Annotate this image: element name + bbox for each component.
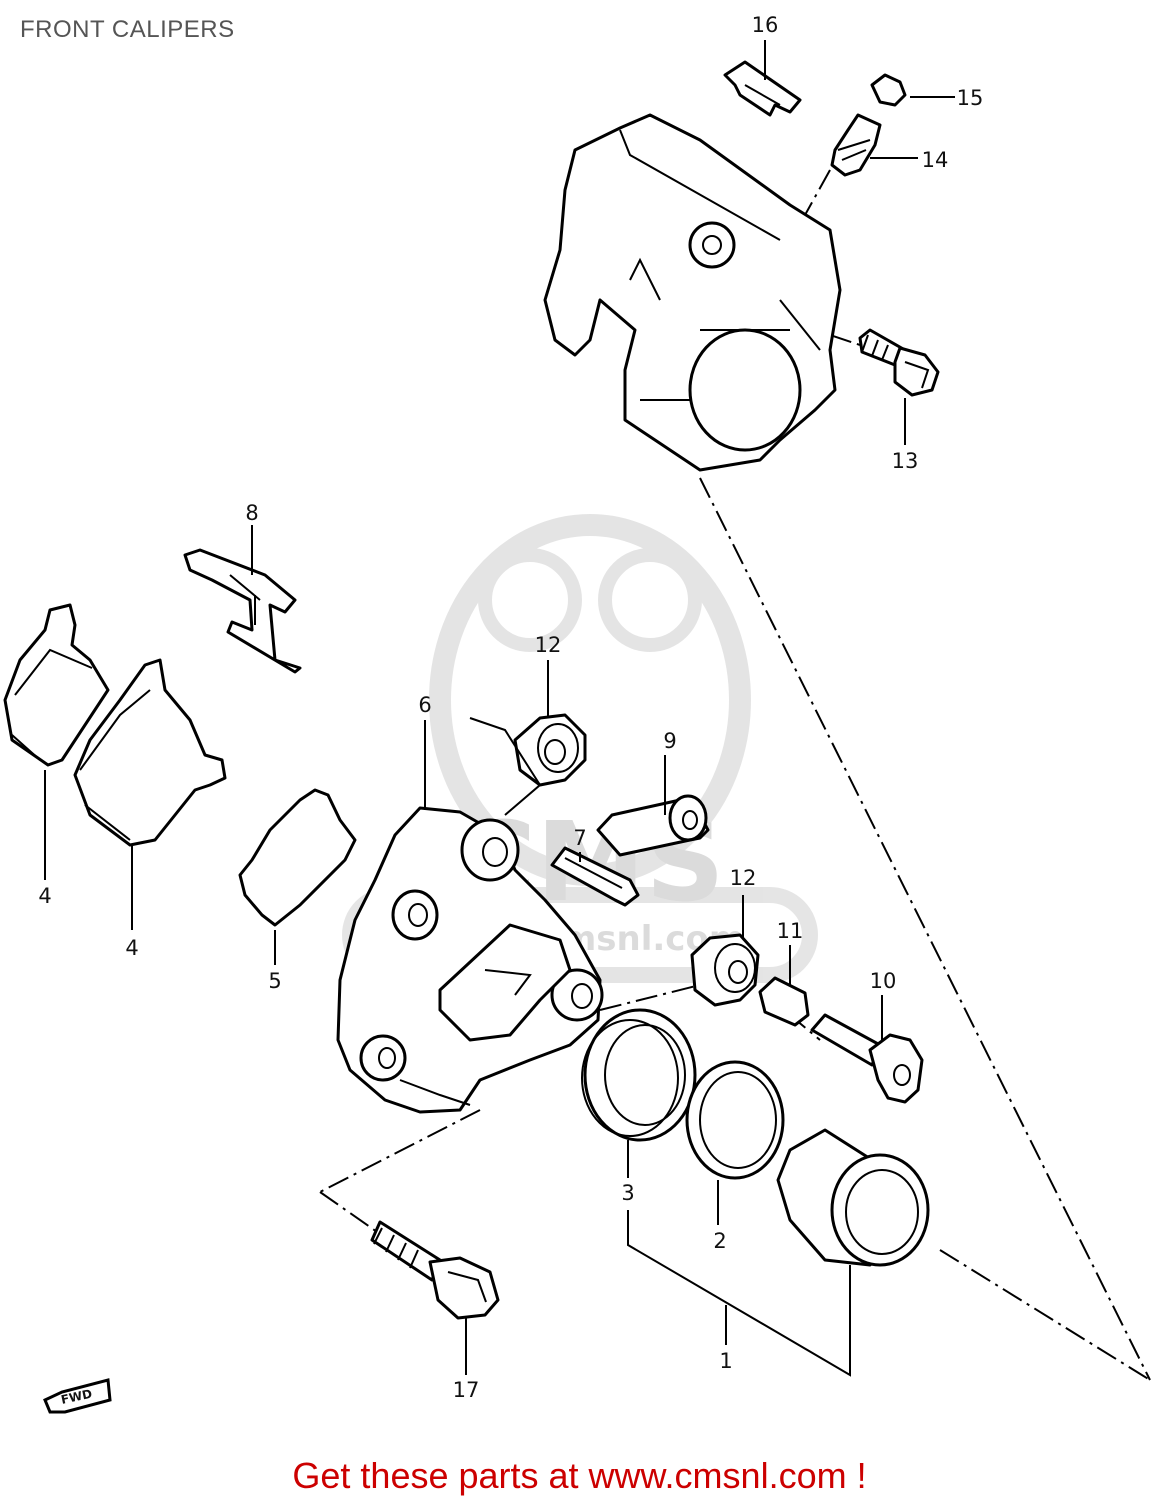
page-title: FRONT CALIPERS (20, 16, 235, 43)
part-8-pad-spring (183, 548, 302, 674)
part-callouts: 16 15 14 13 8 12 6 9 7 12 11 10 4 4 5 3 … (38, 13, 983, 1402)
callout-2: 2 (713, 1229, 726, 1253)
part-4-brake-pad-outer (3, 603, 110, 767)
part-10-slide-pin (810, 1013, 924, 1104)
forward-direction-badge: FWD (43, 1378, 112, 1414)
part-3-dust-seal (581, 1008, 697, 1142)
part-6-caliper-bracket (336, 806, 604, 1114)
part-15-bleeder-cap (870, 73, 907, 107)
callout-12-lower: 12 (730, 866, 757, 890)
part-7-pad-pin (550, 846, 640, 907)
leader-lines (44, 40, 955, 1377)
part-2-piston-seal (685, 1060, 785, 1180)
part-12-boot-upper (513, 713, 587, 787)
part-14-bleeder-valve (830, 113, 882, 177)
callout-3: 3 (621, 1181, 634, 1205)
callout-10: 10 (870, 969, 897, 993)
callout-14: 14 (922, 148, 949, 172)
callout-6: 6 (418, 693, 431, 717)
callout-15: 15 (957, 86, 984, 110)
callout-11: 11 (777, 919, 804, 943)
part-11-bushing (758, 976, 810, 1027)
fwd-badge-label: FWD (60, 1387, 94, 1407)
callout-7: 7 (573, 826, 586, 850)
callout-17: 17 (453, 1378, 480, 1402)
callout-4-right: 4 (125, 936, 138, 960)
part-9-slide-sleeve (596, 794, 710, 857)
callout-12-upper: 12 (535, 633, 562, 657)
callout-8: 8 (245, 501, 258, 525)
part-17-bolt (370, 1220, 500, 1320)
part-13-bolt (858, 328, 940, 397)
part-16-pad-spring (723, 60, 802, 117)
callout-5: 5 (268, 969, 281, 993)
callout-16: 16 (752, 13, 779, 37)
part-12-boot-lower (690, 933, 760, 1007)
caliper-body-top (543, 113, 842, 472)
callout-9: 9 (663, 729, 676, 753)
piston (776, 1128, 930, 1267)
callout-13: 13 (892, 449, 919, 473)
part-4-brake-pad-inner (73, 658, 227, 847)
callout-4-left: 4 (38, 884, 51, 908)
part-5-pad-shim (238, 788, 357, 927)
cta-link[interactable]: Get these parts at www.cmsnl.com ! (292, 1455, 867, 1496)
callout-1: 1 (719, 1349, 732, 1373)
